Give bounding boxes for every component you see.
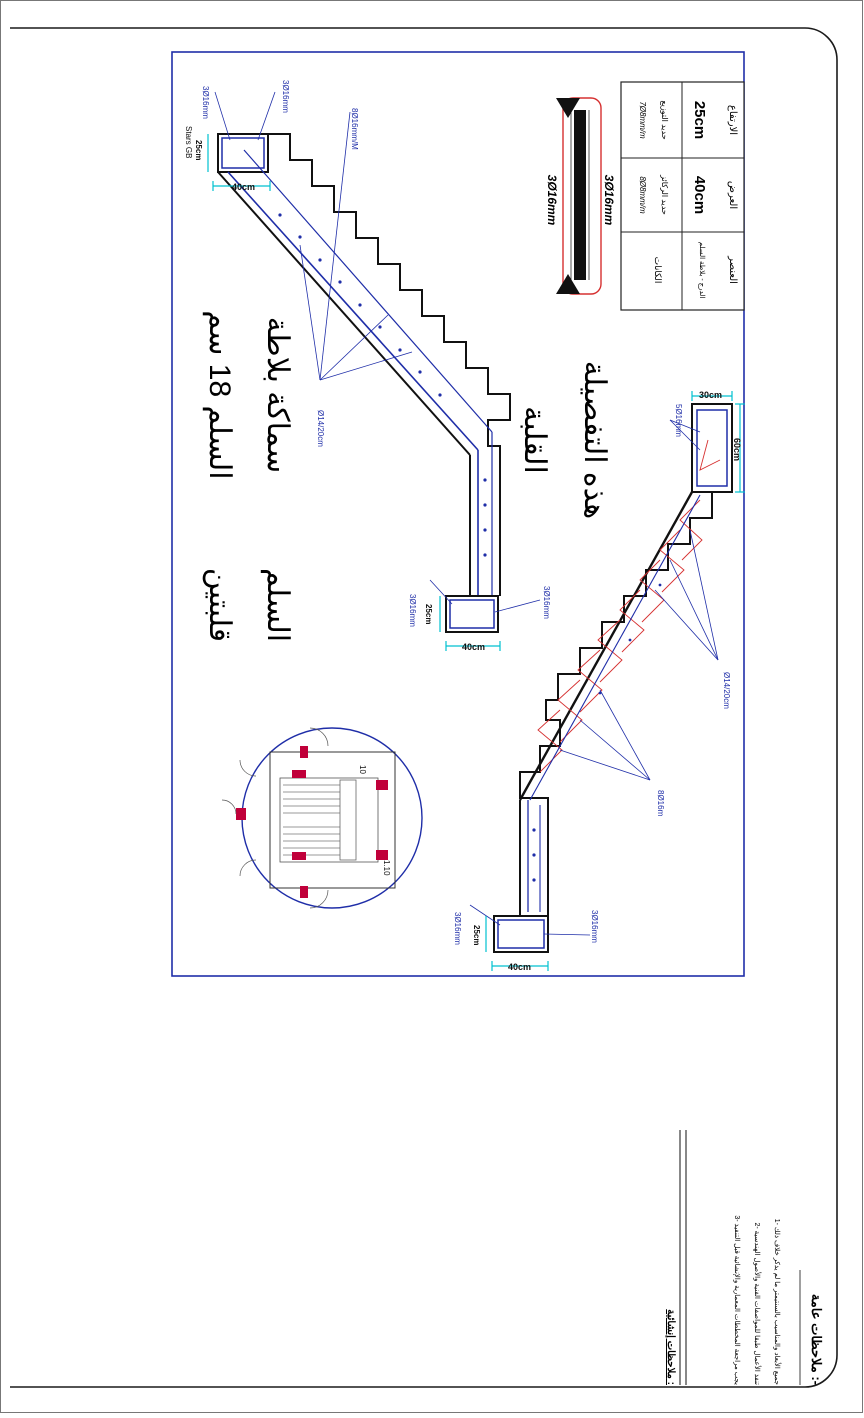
spec-table: الارتفاع العرض العنصر 25cm 40cm الدرج - … (620, 81, 745, 311)
upper-label-0: 3Ø16mm (201, 86, 210, 119)
sheet-frame (10, 27, 838, 1388)
lower-label-3: Ø14/20cm (722, 672, 731, 709)
table-width-text: حديد الركائز (660, 174, 669, 215)
table-element-label: الكانات (653, 257, 663, 284)
title-this-detail: هذه التفصيلة (578, 361, 611, 519)
upper-label-7: 3Ø16mm (542, 586, 551, 619)
lower-label-5: 3Ø16mm (590, 910, 599, 943)
lower-label-4: 8Ø16m (656, 790, 665, 817)
lower-label-7: 25cm (472, 925, 481, 945)
drawing-area (171, 51, 745, 977)
beam-bottom-bars: 3Ø16mm (545, 175, 559, 226)
upper-label-8: 3Ø16mm (408, 594, 417, 627)
lower-label-2: 5Ø16mm (674, 404, 683, 437)
notes-heading: ملاحظات عامة :- (809, 1294, 824, 1385)
note-item-2: 2- تنفذ الأعمال طبقا للمواصفات الفنية وا… (753, 1223, 763, 1386)
upper-label-3: Ø14/20cm (316, 410, 325, 447)
notes-block: ملاحظات عامة :- 1- جميع الأبعاد والمناسي… (665, 1130, 824, 1385)
beam-top-bars: 3Ø16mm (602, 175, 616, 226)
title-flip: القلبة (518, 406, 551, 474)
table-header-width: العرض (727, 181, 738, 209)
stair-plan: 10 1.10 (221, 727, 423, 909)
table-width-spec: 8Ø8mm/m (638, 176, 647, 214)
note-item-3: 3- يجب مراجعة المخططات المعمارية والإنشا… (733, 1215, 741, 1385)
upper-label-4: Stars GB (184, 126, 193, 158)
upper-label-2: 8Ø16mm/M (350, 108, 359, 150)
lower-label-1: 60cm (732, 438, 742, 461)
upper-label-10: 40cm (462, 642, 485, 652)
table-height-spec: 7Ø8mm/m (638, 101, 647, 139)
lower-label-0: 30cm (699, 390, 722, 400)
title-block: هذه التفصيلة القلبة سماكة بلاطة السلم 18… (202, 310, 611, 642)
upper-label-1: 3Ø16mm (281, 80, 290, 113)
table-width-value: 40cm (691, 176, 708, 214)
plan-label-0: 10 (358, 765, 367, 774)
lower-label-6: 3Ø16mm (453, 912, 462, 945)
note-item-1: 1- جميع الأبعاد والمناسيب بالسنتيمتر ما … (773, 1219, 783, 1385)
beam-detail: 3Ø16mm 3Ø16mm (545, 97, 616, 295)
lower-stair-section: 30cm 60cm 5Ø16mm Ø14/20cm 8Ø16m 3Ø16mm 3… (453, 390, 745, 972)
title-slab-thickness-1: سماكة بلاطة (261, 317, 294, 474)
upper-stair-section: 3Ø16mm 3Ø16mm 8Ø16mm/M Ø14/20cm Stars GB… (184, 80, 551, 652)
table-height-value: 25cm (691, 101, 708, 139)
table-height-text: حديد التوزيع (660, 100, 669, 139)
table-header-element: العنصر (727, 255, 738, 284)
table-element-sub: الدرج - بلاطة السلم (698, 242, 706, 299)
upper-label-9: 25cm (424, 604, 433, 624)
title-stair-word: السلم (260, 568, 294, 642)
title-slab-thickness-2: السلم 18 سم (202, 310, 236, 479)
title-two-flights: قلبتين (202, 568, 236, 642)
notes-footer: ملاحظات إنشائية : (665, 1309, 676, 1385)
upper-label-5: 25cm (194, 140, 203, 160)
plan-label-1: 1.10 (382, 860, 391, 876)
table-header-height: الارتفاع (727, 105, 738, 135)
upper-label-6: 40cm (232, 182, 255, 192)
lower-label-8: 40cm (508, 962, 531, 972)
